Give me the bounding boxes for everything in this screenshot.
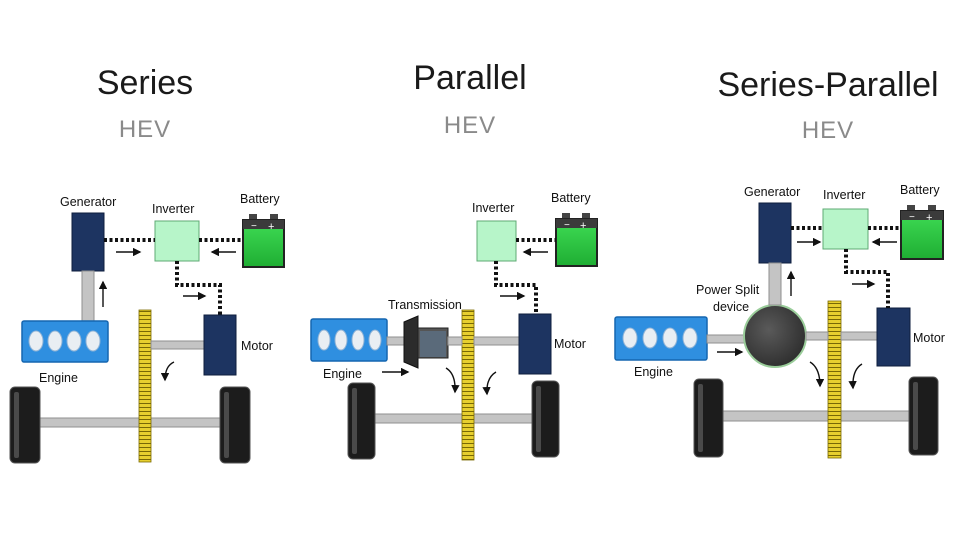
transmission-shaft [447,336,463,346]
motor-shaft [840,331,880,341]
generator-block [758,202,792,264]
battery-icon: − + [555,213,598,267]
inverter-label: Inverter [152,202,194,216]
motor-shaft [473,336,521,346]
transmission-block [403,315,449,369]
engine-shaft [386,336,406,346]
battery-icon: − + [900,205,944,260]
svg-text:+: + [580,220,586,232]
panel-title: Series-Parallel [717,66,938,104]
electric-link [494,261,538,314]
generator-label: Generator [60,195,116,209]
generator-shaft [81,270,95,322]
wheel-right [531,380,560,458]
svg-text:−: − [564,220,570,231]
curved-arrow-icon [848,363,863,390]
generator-shaft [768,262,782,306]
engine-block [310,318,388,362]
inverter-block [822,208,869,250]
svg-text:+: + [926,212,932,224]
inverter-block [154,220,200,262]
motor-shaft [150,340,206,350]
motor-block [518,313,552,375]
psd-shaft [805,331,829,341]
motor-block [876,307,911,367]
panel-subtitle: HEV [802,117,854,144]
panel-series: Series HEV Motor Generator Inverter [9,64,285,464]
rear-axle [719,410,913,422]
battery-label: Battery [551,191,591,205]
panel-subtitle: HEV [444,112,496,139]
engine-label: Engine [39,371,78,385]
curved-arrow-icon [445,367,460,394]
rear-axle [39,417,221,428]
motor-label: Motor [554,337,586,351]
transmission-label: Transmission [388,298,462,312]
panel-parallel: Parallel HEV Engine [310,59,598,461]
motor-label: Motor [913,331,945,345]
curved-arrow-icon [809,361,825,388]
engine-label: Engine [323,367,362,381]
panel-series-parallel: Series-Parallel HEV Engine Power Split [614,66,945,459]
gear [827,300,842,459]
power-split-label: device [713,300,749,314]
engine-block [614,316,708,361]
generator-block [71,212,105,272]
gear [461,309,475,461]
generator-label: Generator [744,185,800,199]
engine-block [21,320,109,363]
engine-shaft [706,334,748,344]
panel-title: Parallel [413,59,526,97]
wheel-right [219,386,251,464]
battery-label: Battery [240,192,280,206]
electric-link [175,261,222,315]
battery-label: Battery [900,183,940,197]
svg-text:−: − [251,221,257,232]
inverter-label: Inverter [823,188,865,202]
gear [138,309,152,463]
motor-label: Motor [241,339,273,353]
inverter-block [476,220,517,262]
rear-axle [371,413,536,424]
inverter-label: Inverter [472,201,514,215]
power-split-device [743,304,807,368]
svg-text:−: − [909,212,915,223]
motor-block [203,314,237,376]
electric-link [844,249,890,308]
power-split-label: Power Split [696,283,760,297]
battery-icon: − + [242,214,285,268]
curved-arrow-icon [160,361,175,382]
panel-title: Series [97,64,193,102]
svg-text:+: + [268,221,274,233]
engine-label: Engine [634,365,673,379]
wheel-right [908,376,939,456]
panel-subtitle: HEV [119,116,171,143]
wheel-left [693,378,724,458]
wheel-left [9,386,41,464]
curved-arrow-icon [482,371,497,396]
wheel-left [347,382,376,460]
